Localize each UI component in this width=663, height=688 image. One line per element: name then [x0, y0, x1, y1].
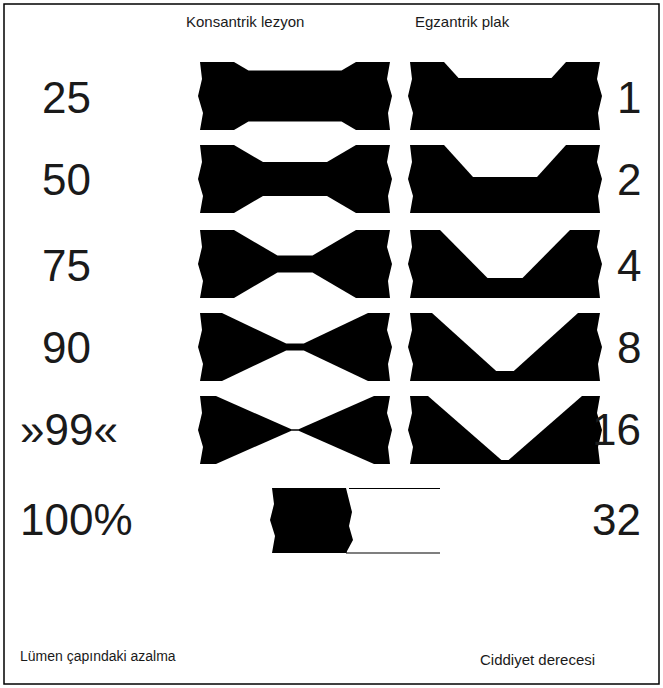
severity-number: 8	[617, 324, 641, 372]
severity-number: 2	[617, 156, 641, 204]
percent-label: 90	[42, 324, 91, 372]
column-header: Konsantrik lezyon	[186, 14, 304, 31]
axis-label: Ciddiyet derecesi	[480, 652, 595, 669]
axis-label: Lümen çapındaki azalma	[20, 649, 176, 664]
severity-number: 32	[592, 496, 641, 544]
eccentric-plaques	[408, 62, 602, 464]
concentric-lesions	[198, 62, 392, 464]
severity-number: 16	[592, 406, 641, 454]
total-occlusion	[270, 488, 440, 553]
percent-label: 75	[42, 242, 91, 290]
percent-label: »99«	[20, 406, 118, 454]
percent-label: 50	[42, 156, 91, 204]
column-header: Egzantrik plak	[415, 14, 509, 31]
frame	[4, 4, 659, 684]
percent-label: 25	[42, 74, 91, 122]
severity-number: 4	[617, 242, 641, 290]
percent-label: 100%	[20, 496, 133, 544]
severity-number: 1	[617, 74, 641, 122]
